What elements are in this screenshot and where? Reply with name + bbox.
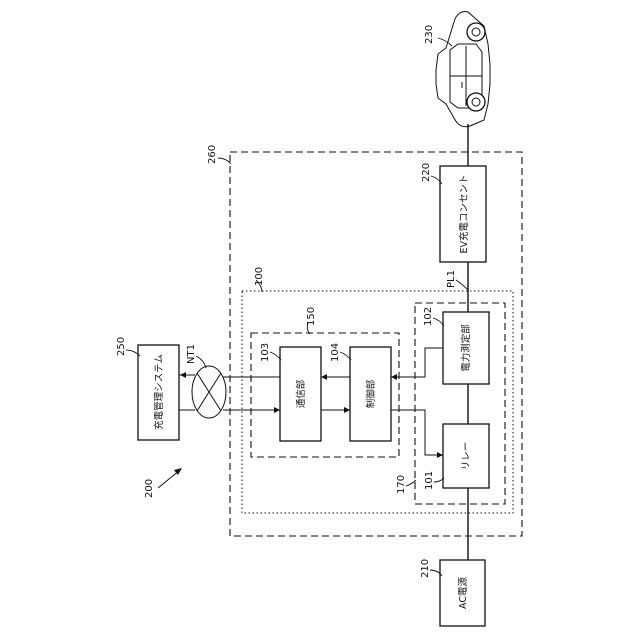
ref-nt1: NT1	[186, 344, 197, 364]
leader-230	[438, 38, 452, 46]
ref-220: 220	[421, 163, 432, 182]
ref-230: 230	[424, 25, 435, 44]
comm-unit-label: 通信部	[295, 380, 307, 409]
ref-104: 104	[330, 343, 341, 362]
arrowhead	[321, 374, 327, 380]
ref-260: 260	[207, 145, 218, 164]
ev-outlet-label: EV充電コンセント	[458, 174, 470, 253]
ref-pl1: PL1	[446, 270, 457, 288]
arrowhead	[180, 372, 186, 378]
ref-250: 250	[116, 337, 127, 356]
control-unit-label: 制御部	[365, 380, 377, 409]
ref-200: 200	[144, 479, 155, 498]
network-nt1-symbol	[192, 366, 226, 418]
ref-170: 170	[396, 475, 407, 494]
leader-260	[218, 158, 231, 164]
ref-103: 103	[260, 343, 271, 362]
arrowhead	[437, 452, 443, 458]
arrowhead	[274, 407, 280, 413]
ref-210: 210	[420, 559, 431, 578]
ref-101: 101	[424, 471, 435, 490]
ref-150: 150	[306, 307, 317, 326]
leader-nt1	[196, 356, 206, 368]
arrowhead	[391, 374, 397, 380]
ref-102: 102	[423, 307, 434, 326]
ref-100: 100	[254, 267, 265, 286]
ac-power-label: AC電源	[458, 577, 469, 609]
relay-label: リレー	[461, 442, 472, 471]
charge-mgmt-label: 充電管理システム	[153, 354, 165, 430]
electric-vehicle-icon	[436, 11, 490, 126]
leader-pl1	[456, 280, 468, 290]
power-meter-label: 電力測定部	[460, 324, 472, 372]
arrowhead	[344, 407, 350, 413]
